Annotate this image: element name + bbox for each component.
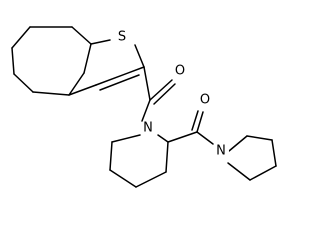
- bond: [165, 141, 169, 173]
- nitrogen-atom-label-piperidine: N: [143, 121, 153, 136]
- bond: [134, 44, 145, 68]
- nitrogen-atom-label-pyrrolidine: N: [216, 144, 226, 159]
- bond: [228, 135, 248, 152]
- bond: [68, 84, 97, 96]
- bond: [167, 131, 198, 143]
- bond: [11, 47, 15, 75]
- bond: [143, 66, 151, 101]
- bond: [249, 165, 277, 181]
- bond: [141, 99, 151, 122]
- bond: [271, 139, 277, 167]
- thiophene-ring: [68, 39, 145, 96]
- atom-labels: S O N O N: [114, 29, 229, 159]
- bond: [99, 74, 140, 91]
- bond: [109, 169, 137, 188]
- bond: [227, 162, 251, 181]
- oxygen-atom-label-1: O: [175, 64, 185, 79]
- bond: [95, 66, 145, 86]
- carbonyl-2: [167, 110, 214, 145]
- bond: [149, 79, 173, 101]
- bond: [32, 91, 70, 96]
- bond: [111, 134, 141, 143]
- pyrrolidine-ring: [227, 135, 277, 181]
- bond: [71, 26, 92, 45]
- bond: [157, 134, 169, 143]
- carbonyl-1: [141, 66, 176, 122]
- cycloheptane-ring: [11, 26, 92, 96]
- bond: [90, 39, 111, 45]
- bond: [13, 73, 34, 93]
- bond: [68, 72, 85, 96]
- oxygen-atom-label-2: O: [200, 93, 210, 108]
- bond: [196, 111, 204, 133]
- bond: [153, 83, 176, 105]
- bond: [246, 135, 273, 141]
- bond: [83, 43, 92, 74]
- bond: [196, 131, 214, 145]
- piperidine-ring: [109, 134, 169, 188]
- bond: [135, 171, 167, 188]
- bond: [109, 141, 113, 171]
- bond: [191, 110, 199, 131]
- molecule-diagram: S O N O N: [11, 26, 277, 188]
- bond: [11, 26, 31, 49]
- sulfur-atom-label: S: [118, 30, 126, 45]
